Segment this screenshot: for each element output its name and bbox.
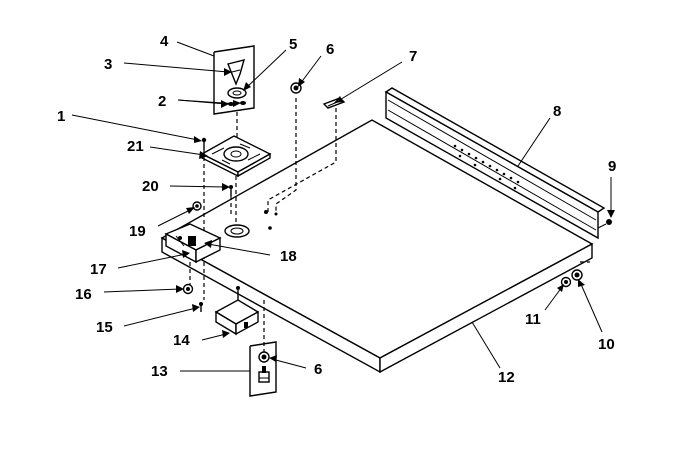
leveling-foot-10 bbox=[571, 269, 583, 281]
grommet-lower bbox=[258, 351, 270, 363]
panel-end-screw bbox=[597, 219, 612, 229]
burner-grate bbox=[200, 135, 272, 178]
lower-screw bbox=[199, 302, 203, 312]
callout-20: 20 bbox=[142, 178, 159, 195]
callout-3: 3 bbox=[104, 56, 112, 73]
callout-11: 11 bbox=[525, 311, 541, 328]
orifice-screw bbox=[229, 185, 233, 196]
control-panel-indicator-dots bbox=[453, 144, 520, 190]
callout-21: 21 bbox=[127, 138, 144, 155]
callout-18: 18 bbox=[280, 248, 297, 265]
callout-1: 1 bbox=[57, 108, 65, 125]
control-valve bbox=[214, 286, 260, 336]
callout-10: 10 bbox=[598, 336, 615, 353]
callout-6-top: 6 bbox=[326, 41, 334, 58]
mounting-nut bbox=[192, 201, 202, 211]
callout-4: 4 bbox=[160, 33, 169, 50]
lower-nut bbox=[182, 283, 194, 295]
grate-screw bbox=[201, 137, 207, 150]
leader-lines bbox=[71, 41, 615, 372]
callout-5: 5 bbox=[289, 36, 297, 53]
callout-15: 15 bbox=[96, 319, 113, 336]
callout-14: 14 bbox=[173, 332, 190, 349]
callout-16: 16 bbox=[75, 286, 92, 303]
callout-17: 17 bbox=[90, 261, 107, 278]
callout-9: 9 bbox=[608, 158, 616, 175]
callout-6-lower: 6 bbox=[314, 361, 322, 378]
callout-12: 12 bbox=[498, 369, 515, 386]
burner-head bbox=[227, 87, 247, 99]
burner-cap-kit-box bbox=[213, 45, 255, 115]
switch-knob bbox=[258, 366, 270, 383]
callout-2: 2 bbox=[158, 93, 166, 110]
callout-13: 13 bbox=[151, 363, 168, 380]
callout-19: 19 bbox=[129, 223, 146, 240]
lower-kit-box bbox=[249, 341, 277, 397]
backguard-control-panel bbox=[384, 87, 606, 240]
callout-8: 8 bbox=[553, 103, 561, 120]
callout-7: 7 bbox=[409, 48, 417, 65]
top-mounting-holes bbox=[264, 210, 278, 230]
cooktop-main-top bbox=[160, 119, 594, 374]
